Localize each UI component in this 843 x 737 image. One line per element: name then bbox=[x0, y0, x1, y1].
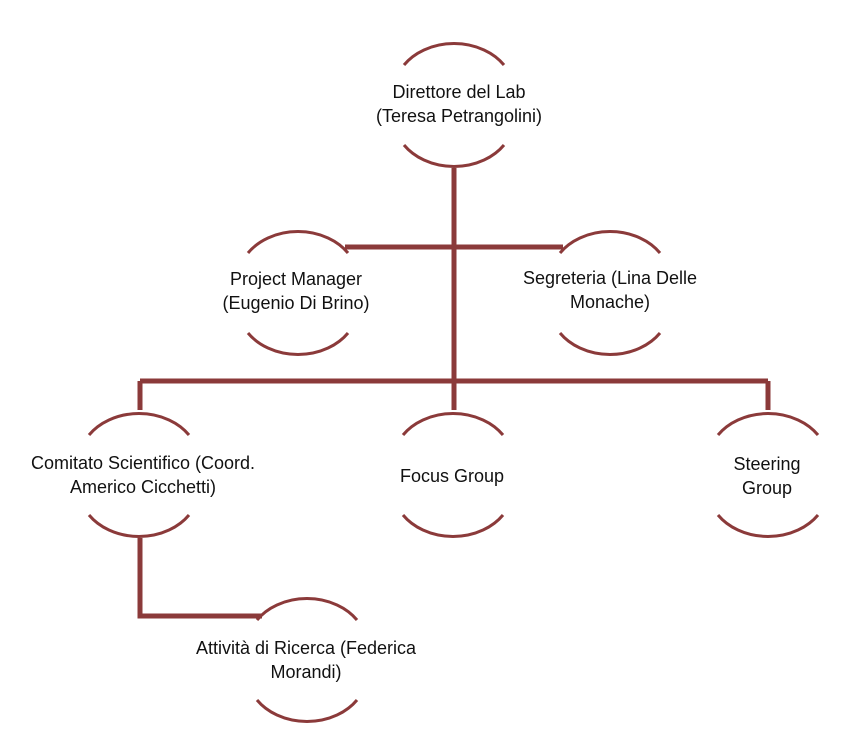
director-arc-bottom bbox=[402, 144, 506, 168]
node-director: Direttore del Lab (Teresa Petrangolini) bbox=[375, 82, 543, 126]
segreteria-arc-bottom bbox=[558, 332, 662, 356]
node-segreteria: Segreteria (Lina Delle Monache) bbox=[522, 268, 698, 312]
connector-lines bbox=[137, 168, 771, 619]
connector-comitato-to-ricerca bbox=[137, 538, 262, 619]
node-steering-group: Steering Group bbox=[733, 454, 801, 498]
comitato-arc-top bbox=[87, 412, 191, 436]
ricerca-arc-bottom bbox=[255, 699, 359, 723]
pm-arc-bottom bbox=[246, 332, 350, 356]
focus-arc-bottom bbox=[401, 514, 505, 538]
ricerca-arc-top bbox=[255, 597, 359, 621]
node-arcs bbox=[87, 42, 820, 723]
comitato-arc-bottom bbox=[87, 514, 191, 538]
node-focus-group: Focus Group bbox=[399, 466, 505, 486]
steering-arc-bottom bbox=[716, 514, 820, 538]
node-attivita-ricerca: Attività di Ricerca (Federica Morandi) bbox=[195, 638, 417, 682]
node-project-manager: Project Manager (Eugenio Di Brino) bbox=[222, 269, 370, 313]
focus-arc-top bbox=[401, 412, 505, 436]
pm-arc-top bbox=[246, 230, 350, 254]
segreteria-arc-top bbox=[558, 230, 662, 254]
director-arc-top bbox=[402, 42, 506, 66]
steering-arc-top bbox=[716, 412, 820, 436]
node-comitato-scientifico: Comitato Scientifico (Coord. Americo Cic… bbox=[30, 453, 256, 497]
